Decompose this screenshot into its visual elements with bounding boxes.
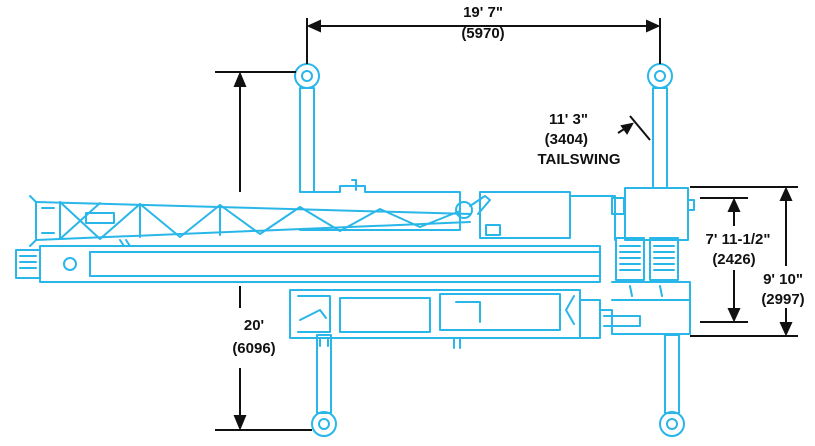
- main-boom: [15, 239, 601, 283]
- extension-mm-label: (6096): [232, 340, 275, 357]
- upper-structure: [299, 179, 695, 241]
- lattice-jib: [29, 195, 471, 247]
- overall-width-feet-label: 9' 10": [763, 271, 803, 288]
- tailswing-tick: [629, 115, 651, 141]
- extension-arrow-top: [233, 71, 247, 87]
- carrier-body: [289, 289, 691, 349]
- outrigger-rear-upper: [647, 63, 673, 189]
- outrigger-front-upper: [294, 63, 320, 193]
- carrier-width-mm-label: (2426): [712, 251, 755, 268]
- overall-width-arrow-bottom: [779, 322, 793, 337]
- overall-width-arrow-top: [779, 186, 793, 201]
- carrier-width-feet-label: 7' 11-1/2": [706, 231, 771, 248]
- crane-outline: [15, 63, 695, 437]
- tailswing-mm-label: (3404): [545, 131, 588, 148]
- overall-width-mm-label: (2997): [761, 291, 804, 308]
- tailswing-arrow-head: [620, 122, 634, 135]
- span-arrow-left: [306, 19, 321, 33]
- carrier-width-arrow-bottom: [727, 308, 741, 323]
- tailswing-feet-label: 11' 3": [549, 111, 588, 128]
- extension-feet-label: 20': [244, 317, 264, 334]
- tailswing-label: TAILSWING: [537, 151, 620, 168]
- span-mm-label: (5970): [461, 25, 504, 42]
- span-arrow-right: [646, 19, 661, 33]
- span-feet-label: 19' 7": [463, 4, 503, 21]
- extension-arrow-bottom: [233, 415, 247, 431]
- outrigger-rear-lower: [659, 334, 685, 437]
- carrier-width-arrow-top: [727, 197, 741, 212]
- dimension-lines: [215, 18, 798, 431]
- cab-and-counterweight: [611, 237, 691, 301]
- outrigger-front-lower: [311, 334, 337, 437]
